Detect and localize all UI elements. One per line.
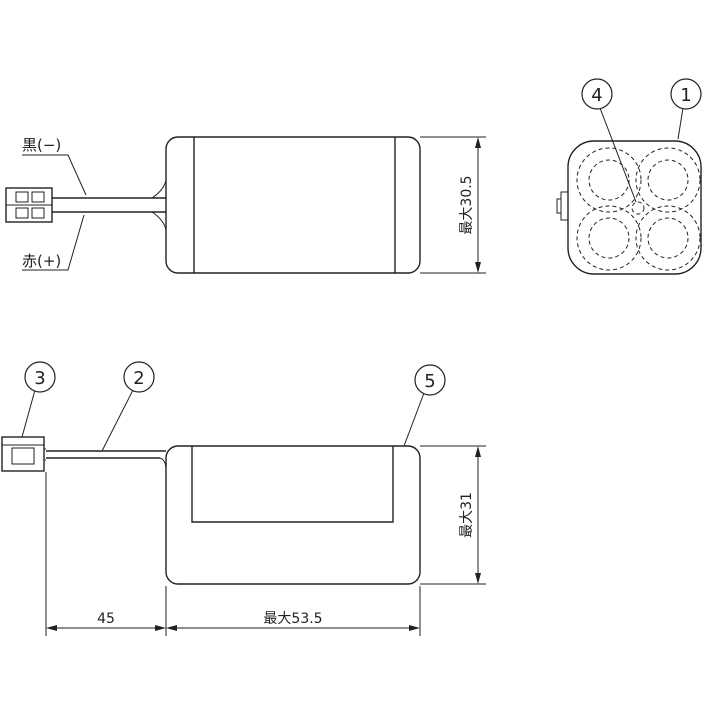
callout-4: 4 xyxy=(581,78,637,203)
callout-1: 1 xyxy=(670,78,702,140)
end-view-cell-top-left xyxy=(576,147,642,213)
end-view-cell-top-right xyxy=(635,147,701,213)
lead-length-label: 45 xyxy=(97,611,115,627)
top-view-battery-body xyxy=(165,136,421,274)
end-view-side-tab xyxy=(560,191,569,221)
top-view: 黒(−) 赤(+) 最大30.5 xyxy=(5,136,486,274)
black-wire-leader xyxy=(22,154,87,196)
top-view-height-label: 最大30.5 xyxy=(459,175,475,234)
end-view-cell-bottom-left xyxy=(576,205,642,271)
top-view-wire-bend xyxy=(151,179,167,199)
end-view xyxy=(556,140,702,275)
callout-2-label: 2 xyxy=(133,368,144,389)
side-view-height-dimension: 最大31 xyxy=(420,445,486,585)
body-length-label: 最大53.5 xyxy=(263,611,322,627)
callout-2: 2 xyxy=(101,361,155,452)
side-view-connector xyxy=(1,436,46,472)
end-view-outline xyxy=(567,140,702,275)
side-view-length-dimensions: 45 最大53.5 xyxy=(45,472,421,636)
red-wire-leader xyxy=(22,214,85,271)
black-wire-label: 黒(−) xyxy=(22,136,61,154)
callout-5-label: 5 xyxy=(424,371,435,392)
side-view-label-panel xyxy=(191,446,394,523)
callout-3-label: 3 xyxy=(34,368,45,389)
red-wire-label: 赤(+) xyxy=(22,252,61,270)
callout-1-label: 1 xyxy=(680,85,691,106)
side-view: 最大31 45 最大53.5 xyxy=(1,436,486,636)
callout-4-label: 4 xyxy=(591,85,602,106)
end-view-cell-bottom-right xyxy=(635,205,701,271)
side-view-battery-body xyxy=(165,445,421,585)
callout-5: 5 xyxy=(403,364,446,447)
top-view-connector xyxy=(5,187,53,223)
callout-3: 3 xyxy=(21,361,56,438)
side-view-height-label: 最大31 xyxy=(459,492,475,538)
end-view-thermistor xyxy=(631,201,645,215)
top-view-height-dimension: 最大30.5 xyxy=(420,136,486,274)
